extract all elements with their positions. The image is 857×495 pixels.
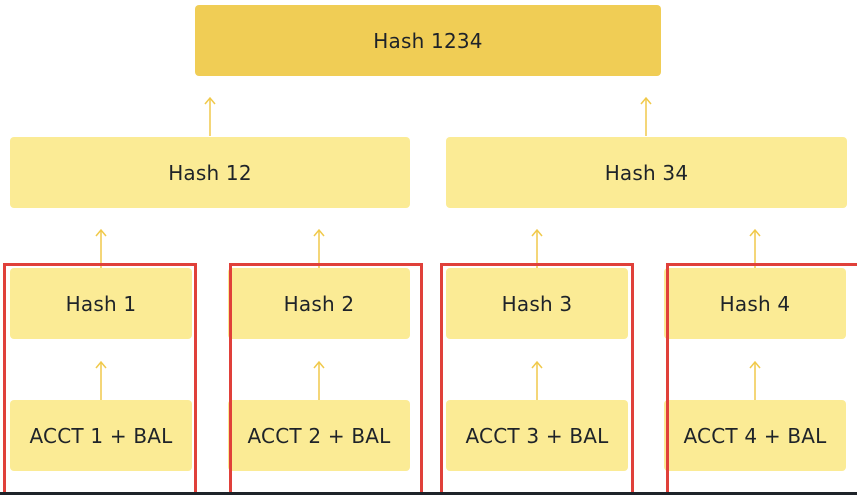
- acct-3-node: ACCT 3 + BAL: [446, 400, 628, 471]
- arrow-up-icon: [94, 360, 108, 400]
- arrow-up-icon: [312, 360, 326, 400]
- hash-12-label: Hash 12: [168, 160, 252, 185]
- highlight-frame-4: [666, 263, 857, 495]
- hash-2-label: Hash 2: [283, 291, 355, 316]
- arrow-up-icon: [530, 228, 544, 268]
- hash-4-label: Hash 4: [719, 291, 791, 316]
- hash-12-node: Hash 12: [10, 137, 410, 208]
- arrow-up-icon: [639, 96, 653, 136]
- hash-1-node: Hash 1: [10, 268, 192, 339]
- hash-34-node: Hash 34: [446, 137, 847, 208]
- arrow-up-icon: [530, 360, 544, 400]
- acct-2-label: ACCT 2 + BAL: [247, 423, 391, 448]
- acct-4-node: ACCT 4 + BAL: [664, 400, 846, 471]
- acct-1-node: ACCT 1 + BAL: [10, 400, 192, 471]
- acct-4-label: ACCT 4 + BAL: [683, 423, 827, 448]
- root-hash-node: Hash 1234: [195, 5, 661, 76]
- highlight-frame-3: [440, 263, 634, 495]
- root-hash-label: Hash 1234: [373, 28, 483, 53]
- arrow-up-icon: [312, 228, 326, 268]
- arrow-up-icon: [748, 228, 762, 268]
- hash-3-label: Hash 3: [501, 291, 573, 316]
- acct-1-label: ACCT 1 + BAL: [29, 423, 173, 448]
- arrow-up-icon: [203, 96, 217, 136]
- arrow-up-icon: [748, 360, 762, 400]
- hash-34-label: Hash 34: [604, 160, 689, 185]
- hash-3-node: Hash 3: [446, 268, 628, 339]
- hash-2-node: Hash 2: [228, 268, 410, 339]
- highlight-frame-1: [3, 263, 197, 495]
- hash-1-label: Hash 1: [65, 291, 137, 316]
- arrow-up-icon: [94, 228, 108, 268]
- highlight-frame-2: [229, 263, 423, 495]
- hash-4-node: Hash 4: [664, 268, 846, 339]
- acct-3-label: ACCT 3 + BAL: [465, 423, 609, 448]
- bottom-border-line: [0, 492, 857, 495]
- acct-2-node: ACCT 2 + BAL: [228, 400, 410, 471]
